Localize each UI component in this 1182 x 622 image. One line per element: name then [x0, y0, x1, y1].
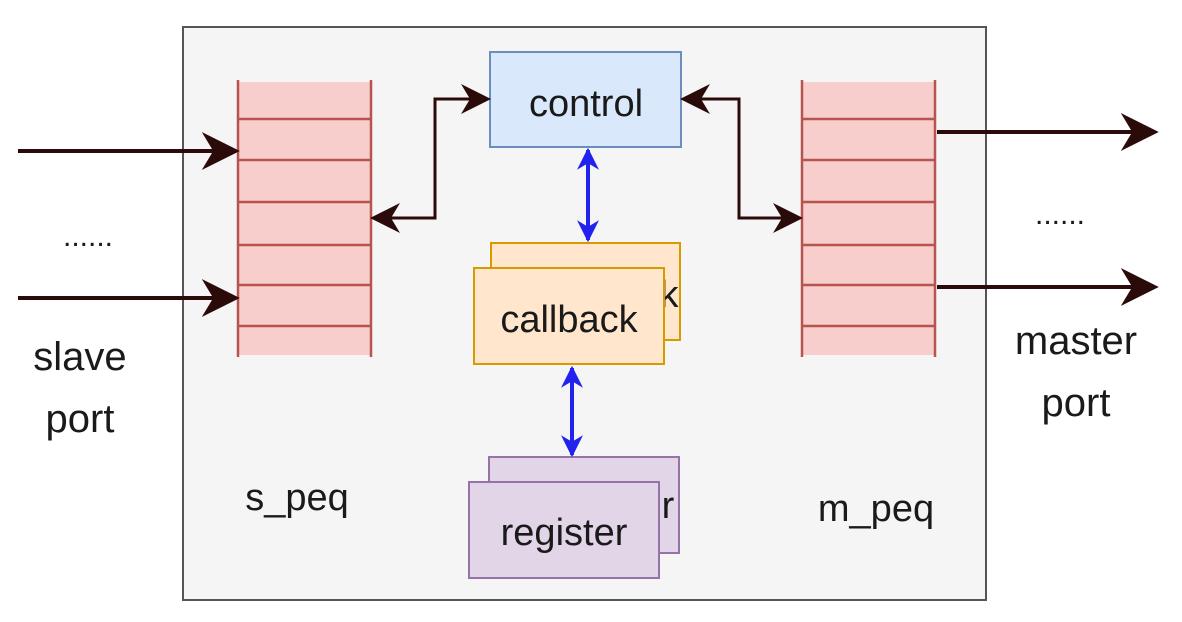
callback-label: callback: [500, 299, 638, 341]
s-peq-label: s_peq: [245, 477, 349, 519]
callback-stack: k callback: [473, 242, 681, 365]
s-peq-queue: [236, 80, 373, 357]
control-box: [489, 51, 682, 148]
register-box-front: [468, 481, 660, 579]
master-port-label-line2: port: [1042, 381, 1111, 425]
callback-box-front: [473, 267, 665, 365]
m-peq-queue: [800, 80, 937, 357]
ellipsis-right: ......: [1035, 198, 1085, 231]
control-m-peq-connector: [680, 84, 803, 233]
slave-port-label-line1: slave: [33, 335, 126, 379]
s-peq-control-connector: [370, 84, 491, 233]
master-port-label-line1: master: [1015, 319, 1137, 363]
register-back-glyph: r: [662, 485, 675, 527]
ellipsis-left: ......: [63, 220, 113, 253]
slave-port-label-line2: port: [46, 397, 115, 441]
control-label: control: [529, 83, 643, 125]
register-stack: r register: [468, 456, 680, 579]
m-peq-label: m_peq: [818, 488, 934, 530]
register-label: register: [501, 512, 628, 554]
